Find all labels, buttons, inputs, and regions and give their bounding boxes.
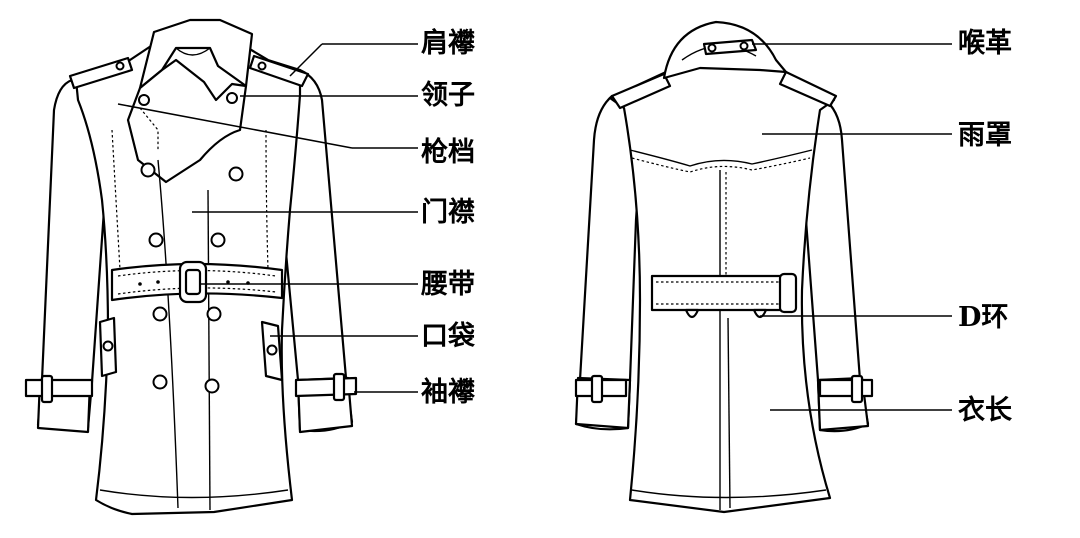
- label-coat-length: 衣长: [958, 395, 1012, 426]
- label-belt: 腰带: [421, 269, 475, 300]
- label-pocket: 口袋: [421, 321, 475, 352]
- leader-shoulder-strap: [289, 43, 323, 77]
- label-placket: 门襟: [421, 197, 475, 228]
- label-d-ring: D环: [958, 302, 1009, 333]
- label-gun-flap: 枪档: [421, 137, 475, 168]
- label-storm-flap: 雨罩: [958, 120, 1012, 151]
- label-throat-latch: 喉革: [958, 28, 1012, 59]
- back-coat-illustration: [574, 20, 874, 514]
- label-shoulder-strap: 肩襻: [421, 28, 475, 59]
- label-cuff-strap: 袖襻: [421, 377, 475, 408]
- leader-lines: [117, 43, 952, 411]
- label-collar: 领子: [421, 80, 475, 111]
- front-coat-illustration: [24, 18, 358, 516]
- leader-gun-flap: [117, 103, 353, 149]
